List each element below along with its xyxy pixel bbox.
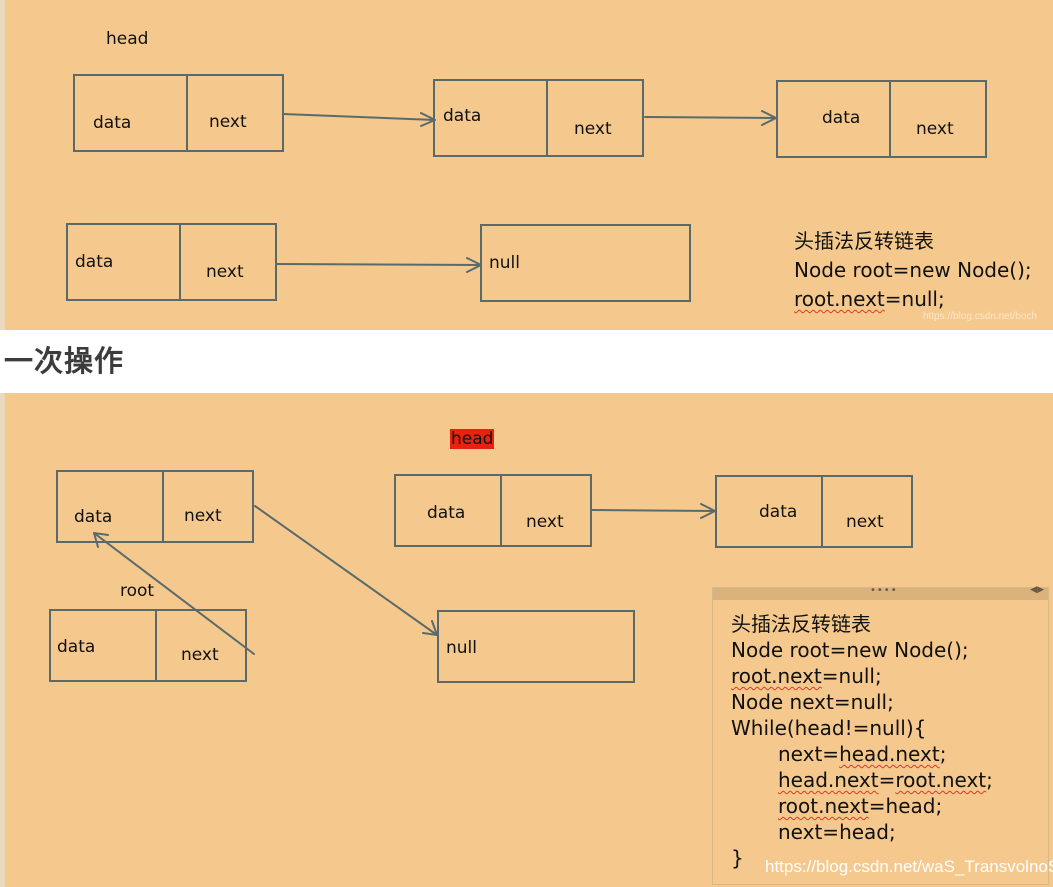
drag-grip-icon[interactable]: •••• xyxy=(870,585,898,596)
node-divider xyxy=(889,82,891,156)
code-token: head.next xyxy=(778,768,879,792)
code-token: root.next xyxy=(794,287,885,311)
root-node: data next xyxy=(49,609,247,682)
list-node-2: data next xyxy=(433,79,644,157)
code-token: head.next xyxy=(839,742,940,766)
code-line: 头插法反转链表 xyxy=(731,612,871,636)
code-token: root.next xyxy=(731,664,822,688)
node-next-field: next xyxy=(916,119,954,139)
node-divider xyxy=(186,76,188,150)
code-token: =null; xyxy=(884,287,945,311)
code-snippet-top: 头插法反转链表 Node root=new Node(); root.next=nu… xyxy=(794,227,1032,314)
list-node-1: data next xyxy=(56,470,254,543)
arrow-node2-to-node3 xyxy=(644,110,777,126)
section-title: 一次操作 xyxy=(4,344,125,378)
code-line: head.next=root.next; xyxy=(731,767,993,793)
code-token: =head; xyxy=(868,794,943,818)
node-divider xyxy=(500,476,502,545)
node-data-field: data xyxy=(74,507,113,527)
note-header-bar[interactable]: •••• ◀▶ xyxy=(713,585,1048,600)
node-divider xyxy=(179,225,181,299)
null-label: null xyxy=(446,638,477,658)
arrow-node1-to-node2 xyxy=(282,112,436,127)
list-node-1: data next xyxy=(73,74,284,152)
node-divider xyxy=(821,477,823,546)
code-token: next= xyxy=(778,742,840,766)
code-note-window: •••• ◀▶ xyxy=(712,585,1049,885)
code-line: next=head; xyxy=(778,820,896,844)
arrow-node1-to-null xyxy=(254,505,438,636)
code-line: root.next=null; xyxy=(794,285,1032,314)
node-data-field: data xyxy=(759,502,798,522)
resize-arrows-icon[interactable]: ◀▶ xyxy=(1030,585,1044,595)
code-token: ; xyxy=(939,742,947,766)
code-line: Node root=new Node(); xyxy=(794,258,1032,282)
watermark-top: https://blog.csdn.net/boch xyxy=(923,311,1037,322)
code-line: } xyxy=(731,846,744,870)
code-line: Node next=null; xyxy=(731,690,894,714)
node-next-field: next xyxy=(209,112,247,132)
head-label-highlighted: head xyxy=(450,429,495,449)
code-line: 头插法反转链表 xyxy=(794,229,934,253)
node-next-field: next xyxy=(206,262,244,282)
watermark-bottom: https://blog.csdn.net/waS_TransvolnoS xyxy=(765,857,1053,876)
root-node: data next xyxy=(66,223,277,301)
node-divider xyxy=(155,611,157,680)
null-label: null xyxy=(489,253,520,273)
list-node-3: data next xyxy=(776,80,987,158)
node-data-field: data xyxy=(57,637,96,657)
left-margin-bar xyxy=(0,0,5,330)
code-token: root.next xyxy=(895,768,987,792)
node-next-field: next xyxy=(526,512,564,532)
node-next-field: next xyxy=(574,119,612,139)
left-margin-bar xyxy=(0,393,5,887)
node-next-field: next xyxy=(184,506,222,526)
null-node: null xyxy=(437,610,635,683)
node-divider xyxy=(162,472,164,541)
code-line: root.next=head; xyxy=(731,793,993,819)
list-node-3: data next xyxy=(715,475,913,548)
node-data-field: data xyxy=(427,503,466,523)
node-data-field: data xyxy=(93,113,132,133)
head-label: head xyxy=(106,29,149,49)
code-token: ; xyxy=(986,768,993,792)
node-data-field: data xyxy=(75,252,114,272)
code-token: root.next xyxy=(778,794,869,818)
code-line: While(head!=null){ xyxy=(731,716,927,740)
code-line: next=head.next; xyxy=(731,741,993,767)
node-next-field: next xyxy=(181,645,219,665)
node-data-field: data xyxy=(822,108,861,128)
arrow-node2-to-node3 xyxy=(591,503,716,519)
list-node-2: data next xyxy=(394,474,592,547)
code-token: = xyxy=(878,768,896,792)
node-divider xyxy=(546,81,548,155)
code-line: Node root=new Node(); xyxy=(731,638,969,662)
code-token: =null; xyxy=(821,664,882,688)
node-next-field: next xyxy=(846,512,884,532)
arrow-root-to-null xyxy=(275,257,482,273)
arrow-root-to-node1 xyxy=(93,532,255,655)
node-data-field: data xyxy=(443,106,482,126)
code-line: root.next=null; xyxy=(731,663,993,689)
null-node: null xyxy=(480,224,691,302)
root-label: root xyxy=(120,581,155,601)
